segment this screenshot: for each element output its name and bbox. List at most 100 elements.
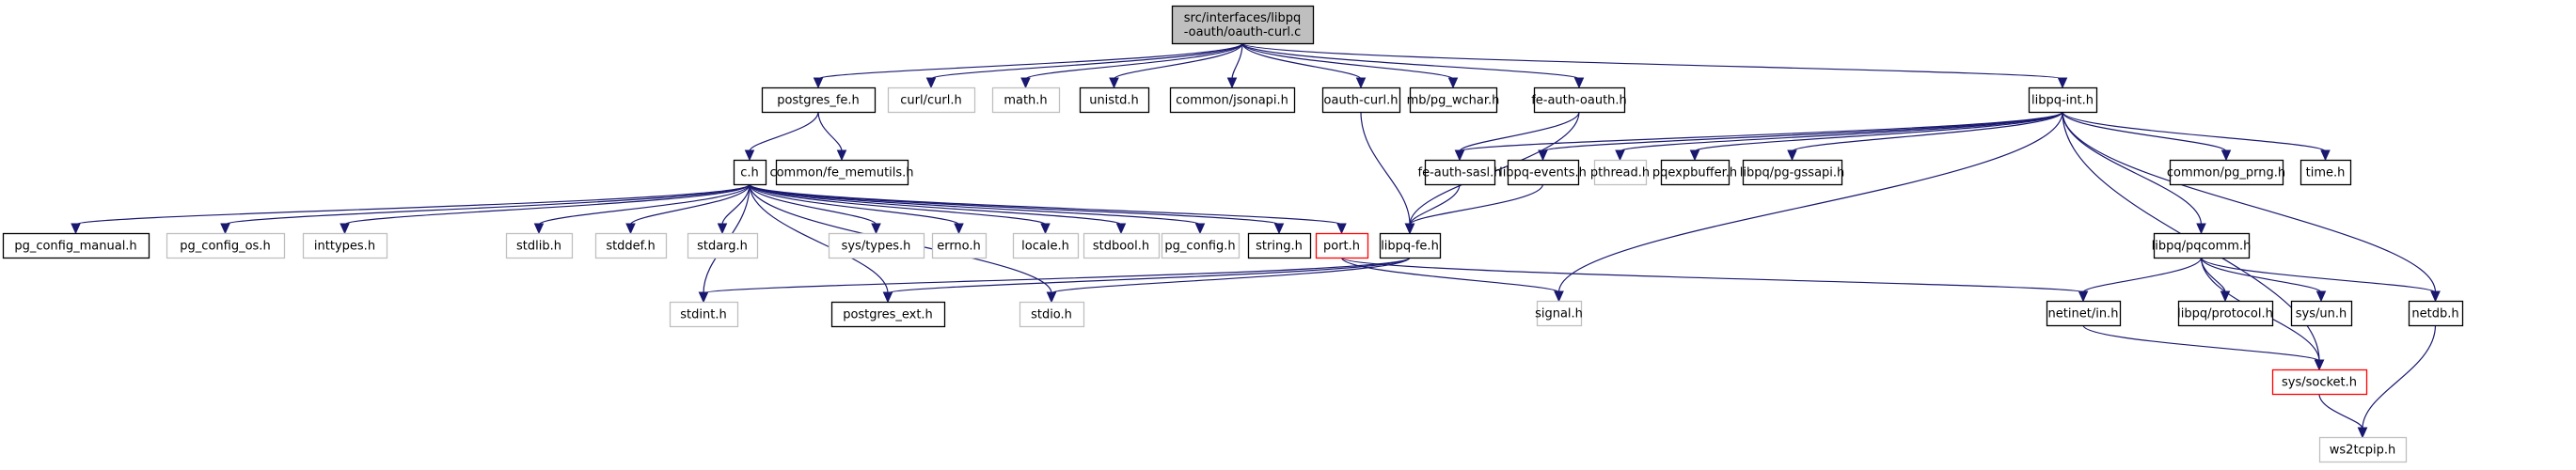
node-root[interactable]: src/interfaces/libpq-oauth/oauth-curl.c [1171, 5, 1315, 45]
node-libpq-fe[interactable]: libpq-fe.h [1379, 232, 1442, 259]
arrowhead-icon [813, 77, 824, 89]
node-unistd[interactable]: unistd.h [1079, 86, 1150, 114]
edge-c-h-to-pg-config-os [220, 183, 751, 235]
node-stdint: stdint.h [669, 301, 739, 328]
node-libpq-events[interactable]: libpq-events.h [1499, 159, 1587, 186]
edge-line [74, 183, 751, 226]
node-box [931, 232, 988, 259]
node-pg-config-manual[interactable]: pg_config_manual.h [2, 232, 150, 259]
node-label: common/pg_prng.h [2167, 166, 2285, 180]
node-netdb[interactable]: netdb.h [2408, 300, 2464, 327]
node-box [669, 301, 739, 328]
node-pg-wchar[interactable]: mb/pg_wchar.h [1407, 86, 1500, 114]
arrowhead-icon [1454, 149, 1465, 162]
node-box [1742, 159, 1843, 186]
node-label: string.h [1256, 240, 1303, 254]
node-libpq-int[interactable]: libpq-int.h [2028, 86, 2098, 114]
node-label: libpq-int.h [2031, 94, 2094, 108]
node-fe-auth-oauth[interactable]: fe-auth-oauth.h [1531, 86, 1627, 114]
node-protocol[interactable]: libpq/protocol.h [2177, 300, 2274, 327]
edge-root-to-oauth-curl-h [1241, 42, 1367, 89]
edge-libpq-int-to-pthread [1615, 111, 2063, 162]
node-label: src/interfaces/libpq [1184, 11, 1301, 25]
node-box [1079, 86, 1150, 114]
node-pg-prng[interactable]: common/pg_prng.h [2167, 159, 2285, 186]
edge-root-to-libpq-int [1241, 42, 2068, 89]
node-port[interactable]: port.h [1315, 232, 1369, 259]
node-fe-auth-sasl[interactable]: fe-auth-sasl.h [1418, 159, 1502, 186]
node-label: pg_config_os.h [180, 240, 270, 254]
edge-libpq-events-to-libpq-fe [1404, 183, 1544, 235]
node-label: pqexpbuffer.h [1652, 166, 1737, 180]
edge-libpq-int-to-pqexpbuffer [1689, 111, 2063, 162]
edge-line [930, 42, 1243, 80]
node-box [2177, 300, 2274, 327]
edge-line [2318, 393, 2363, 430]
edge-c-h-to-stdarg [717, 183, 751, 235]
arrowhead-icon [1273, 223, 1285, 235]
node-postgres-ext[interactable]: postgres_ext.h [830, 301, 946, 328]
node-fe-memutils[interactable]: common/fe_memutils.h [769, 159, 914, 186]
node-oauth-curl-h[interactable]: oauth-curl.h [1321, 86, 1401, 114]
node-jsonapi[interactable]: common/jsonapi.h [1169, 86, 1296, 114]
arrowhead-icon [1115, 223, 1127, 235]
edge-line [1409, 183, 1461, 226]
edge-line [749, 111, 819, 152]
node-errno: errno.h [931, 232, 988, 259]
edge-c-h-to-inttypes [340, 183, 751, 235]
edge-line [703, 257, 1411, 294]
arrowhead-icon [1020, 77, 1031, 89]
node-label: pg_config_manual.h [14, 240, 136, 254]
node-sys-un[interactable]: sys/un.h [2290, 300, 2353, 327]
arrowhead-icon [836, 149, 847, 162]
node-box [166, 232, 286, 259]
edge-line [1791, 111, 2063, 152]
edge-line [1241, 42, 1580, 80]
node-label: pg_config.h [1164, 240, 1235, 254]
edge-fe-auth-oauth-to-fe-auth-sasl [1454, 111, 1580, 162]
node-box [1536, 300, 1583, 327]
node-label: inttypes.h [314, 240, 375, 254]
node-pthread: pthread.h [1590, 159, 1650, 186]
node-sys-socket[interactable]: sys/socket.h [2271, 368, 2368, 396]
node-pqexpbuffer[interactable]: pqexpbuffer.h [1652, 159, 1737, 186]
edge-c-h-to-stdlib [533, 183, 751, 235]
edge-netdb-to-ws2tcpip [2357, 324, 2437, 439]
arrowhead-icon [1615, 149, 1625, 162]
node-label: stddef.h [606, 240, 655, 254]
edge-root-to-math [1020, 42, 1243, 89]
node-label: libpq/protocol.h [2177, 307, 2273, 321]
arrowhead-icon [2196, 223, 2206, 235]
node-string[interactable]: string.h [1247, 232, 1312, 259]
node-label: sys/types.h [842, 240, 911, 254]
edge-fe-auth-sasl-to-libpq-fe [1404, 183, 1461, 235]
edge-port-to-netinet-in [1340, 257, 2089, 303]
arrowhead-icon [2430, 290, 2441, 303]
node-c-h[interactable]: c.h [733, 159, 767, 186]
arrowhead-icon [2314, 359, 2325, 371]
node-postgres-fe[interactable]: postgres_fe.h [761, 86, 877, 114]
node-pqcomm[interactable]: libpq/pqcomm.h [2152, 232, 2252, 259]
node-box [2028, 86, 2098, 114]
node-time[interactable]: time.h [2299, 159, 2352, 186]
node-box [1315, 232, 1369, 259]
node-locale: locale.h [1012, 232, 1080, 259]
edge-line [749, 183, 960, 226]
edge-pqcomm-to-sys-un [2200, 257, 2327, 303]
arrowhead-icon [625, 223, 636, 235]
node-box [1660, 159, 1731, 186]
node-label: fe-auth-sasl.h [1418, 166, 1502, 180]
arrowhead-icon [882, 291, 893, 304]
arrowhead-icon [717, 223, 728, 235]
node-pg-config-os: pg_config_os.h [166, 232, 286, 259]
node-box [2046, 300, 2122, 327]
node-box [1379, 232, 1442, 259]
node-box [1533, 86, 1626, 114]
edge-line [817, 42, 1243, 80]
edge-root-to-postgres-fe [813, 42, 1243, 89]
node-netinet-in[interactable]: netinet/in.h [2046, 300, 2122, 327]
node-pg-gssapi[interactable]: libpq/pg-gssapi.h [1740, 159, 1845, 186]
edge-line [721, 183, 751, 226]
edge-pqcomm-to-protocol [2200, 257, 2231, 303]
edge-line [2200, 257, 2437, 293]
